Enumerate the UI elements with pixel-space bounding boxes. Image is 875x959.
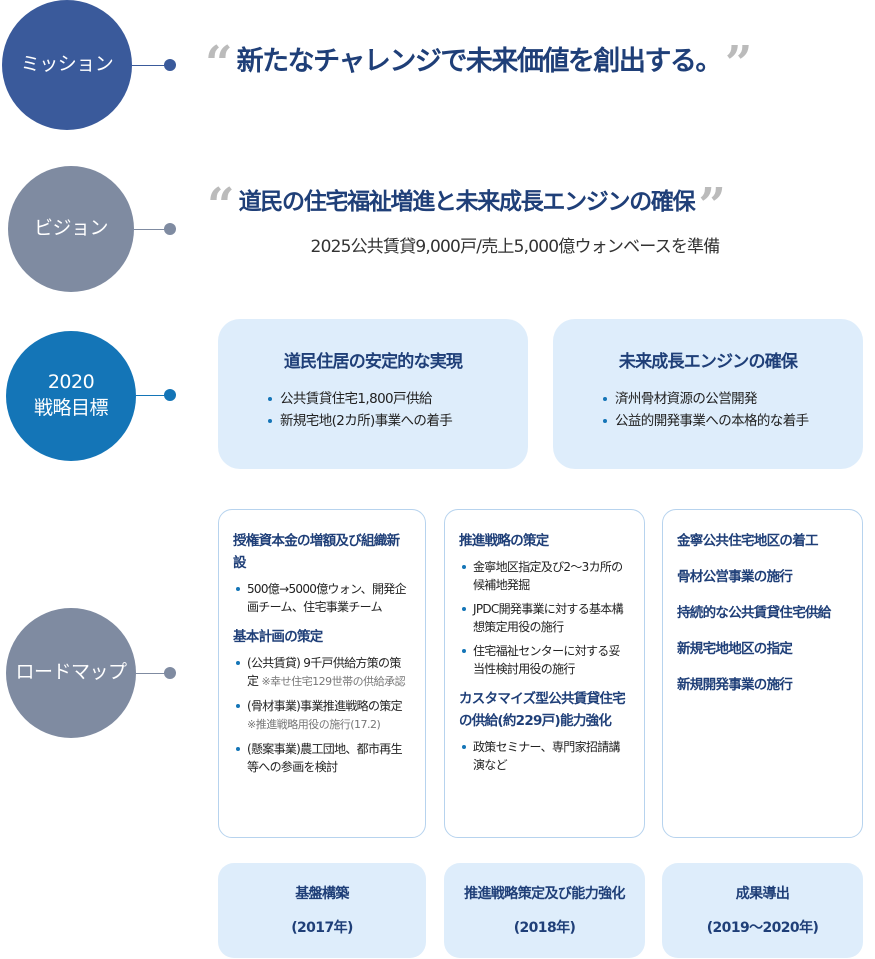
roadmap-item: 政策セミナー、専門家招請講演など [462, 738, 630, 774]
goal-label-text: 戦略目標 [33, 397, 109, 419]
phase-year: (2017年) [291, 919, 353, 936]
roadmap-item: (公共賃貸) 9千戸供給方策の策定 ※幸せ住宅129世帯の供給承認 [236, 654, 411, 691]
close-quote-icon: ” [698, 178, 726, 234]
roadmap-item: (懸案事業)農工団地、都市再生等への参画を検討 [236, 740, 411, 776]
roadmap-heading: 推進戦略の策定 [459, 533, 549, 549]
goal-connector [136, 395, 170, 396]
goal-title: 未来成長エンジンの確保 [618, 352, 798, 372]
roadmap-item-note: ※推進戦略用役の施行(17.2) [247, 718, 381, 731]
goal-box-housing: 道民住居の安定的な実現 公共賃貸住宅1,800戸供給 新規宅地(2カ所)事業への… [218, 319, 528, 469]
roadmap-item-text: (公共賃貸) 9千戸供給方策の策定 [247, 656, 401, 688]
mission-circle: ミッション [2, 0, 132, 130]
roadmap-circle: ロードマップ [6, 608, 136, 738]
goal-label-year: 2020 [47, 371, 95, 394]
mission-dot [164, 59, 176, 71]
vision-label: ビジョン [33, 217, 109, 240]
roadmap-item: 骨材公営事業の施行 [677, 569, 793, 585]
vision-connector [134, 229, 170, 230]
roadmap-item-note: ※幸せ住宅129世帯の供給承認 [261, 675, 406, 688]
phase-year: (2018年) [513, 919, 576, 936]
close-quote-icon: ” [724, 36, 753, 92]
phase-year: (2019～2020年) [706, 919, 819, 936]
phase-title: 基盤構築 [295, 885, 349, 902]
roadmap-item: 持続的な公共賃貸住宅供給 [677, 605, 831, 621]
roadmap-item: 500億→5000億ウォン、開発企画チーム、住宅事業チーム [236, 580, 411, 616]
goal-box-growth: 未来成長エンジンの確保 済州骨材資源の公営開発 公益的開発事業への本格的な着手 [553, 319, 863, 469]
roadmap-column-2017: 授権資本金の増額及び組織新設 500億→5000億ウォン、開発企画チーム、住宅事… [218, 509, 426, 838]
goal-item: 新規宅地(2カ所)事業への着手 [268, 410, 510, 432]
mission-statement: “ 新たなチャレンジで未来価値を創出する。 ” [205, 40, 855, 88]
phase-box-2017: 基盤構築 (2017年) [218, 863, 426, 958]
roadmap-item: 住宅福祉センターに対する妥当性検討用役の施行 [462, 642, 630, 678]
roadmap-heading: カスタマイズ型公共賃貸住宅の供給(約229戸)能力強化 [459, 691, 626, 729]
roadmap-dot [164, 667, 176, 679]
mission-text: 新たなチャレンジで未来価値を創出する。 [236, 46, 723, 77]
vision-text: 道民の住宅福祉増進と未来成長エンジンの確保 [238, 189, 696, 215]
roadmap-item: 新規開発事業の施行 [677, 677, 793, 693]
roadmap-heading: 授権資本金の増額及び組織新設 [233, 533, 400, 571]
goal-item: 公益的開発事業への本格的な着手 [603, 410, 845, 432]
roadmap-item: 金寧公共住宅地区の着工 [677, 533, 819, 549]
vision-dot [164, 223, 176, 235]
mission-label: ミッション [20, 53, 114, 76]
roadmap-item-text: (懸案事業)農工団地、都市再生等への参画を検討 [247, 742, 403, 774]
phase-box-2018: 推進戦略策定及び能力強化 (2018年) [444, 863, 645, 958]
roadmap-column-2019-2020: 金寧公共住宅地区の着工 骨材公営事業の施行 持続的な公共賃貸住宅供給 新規宅地地… [662, 509, 863, 838]
roadmap-heading: 基本計画の策定 [233, 629, 323, 645]
roadmap-item: 新規宅地地区の指定 [677, 641, 793, 657]
phase-title: 成果導出 [735, 885, 790, 902]
goal-item: 済州骨材資源の公営開発 [603, 388, 845, 410]
roadmap-item: (骨材事業)事業推進戦略の策定 ※推進戦略用役の施行(17.2) [236, 697, 411, 734]
open-quote-icon: “ [205, 36, 233, 92]
roadmap-column-2018: 推進戦略の策定 金寧地区指定及び2～3カ所の候補地発掘 JPDC開発事業に対する… [444, 509, 645, 838]
goal-item: 公共賃貸住宅1,800戸供給 [268, 388, 510, 410]
roadmap-label: ロードマップ [15, 661, 127, 684]
open-quote-icon: “ [207, 178, 235, 234]
vision-statement: “ 道民の住宅福祉増進と未来成長エンジンの確保 ” [207, 182, 867, 230]
mission-connector [132, 65, 170, 66]
goal-dot [164, 389, 176, 401]
roadmap-item-text: (骨材事業)事業推進戦略の策定 [247, 699, 403, 713]
goal-title: 道民住居の安定的な実現 [283, 352, 463, 372]
roadmap-item: 金寧地区指定及び2～3カ所の候補地発掘 [462, 558, 630, 594]
phase-box-2019-2020: 成果導出 (2019～2020年) [662, 863, 863, 958]
vision-circle: ビジョン [8, 166, 134, 292]
roadmap-connector [136, 673, 170, 674]
vision-subtitle: 2025公共賃貸9,000戸/売上5,000億ウォンベースを準備 [310, 237, 721, 257]
goal-circle: 2020 戦略目標 [6, 331, 136, 461]
phase-title: 推進戦略策定及び能力強化 [464, 885, 625, 902]
roadmap-item: JPDC開発事業に対する基本構想策定用役の施行 [462, 600, 630, 636]
